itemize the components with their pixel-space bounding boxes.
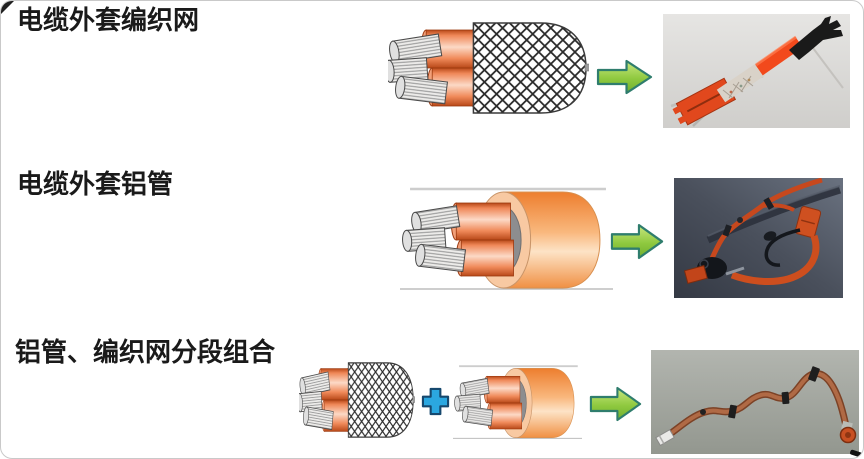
white-connector [655,428,675,447]
braided-mesh-cable-diagram [388,22,589,114]
aluminum-tube-cable-diagram-small [453,365,582,440]
plus-icon [421,387,450,416]
corner-artifact [849,449,863,458]
orange-connector [794,206,822,238]
segmented-harness-photo [651,350,859,454]
braided-mesh-cable-diagram-small [299,362,415,438]
right-arrow-icon [610,223,664,260]
braided-harness-photo [663,14,850,128]
black-connector [789,16,843,60]
aluminum-tube-cable-diagram [400,187,613,291]
corner-artifact [1,1,14,14]
right-arrow-icon [589,386,642,422]
right-arrow-icon [596,59,653,95]
row1-label: 电缆外套编织网 [17,6,200,35]
aluminum-tube-harness-photo [674,178,843,298]
row2-label: 电缆外套铝管 [17,170,174,199]
row3-label: 铝管、编织网分段组合 [15,338,276,367]
